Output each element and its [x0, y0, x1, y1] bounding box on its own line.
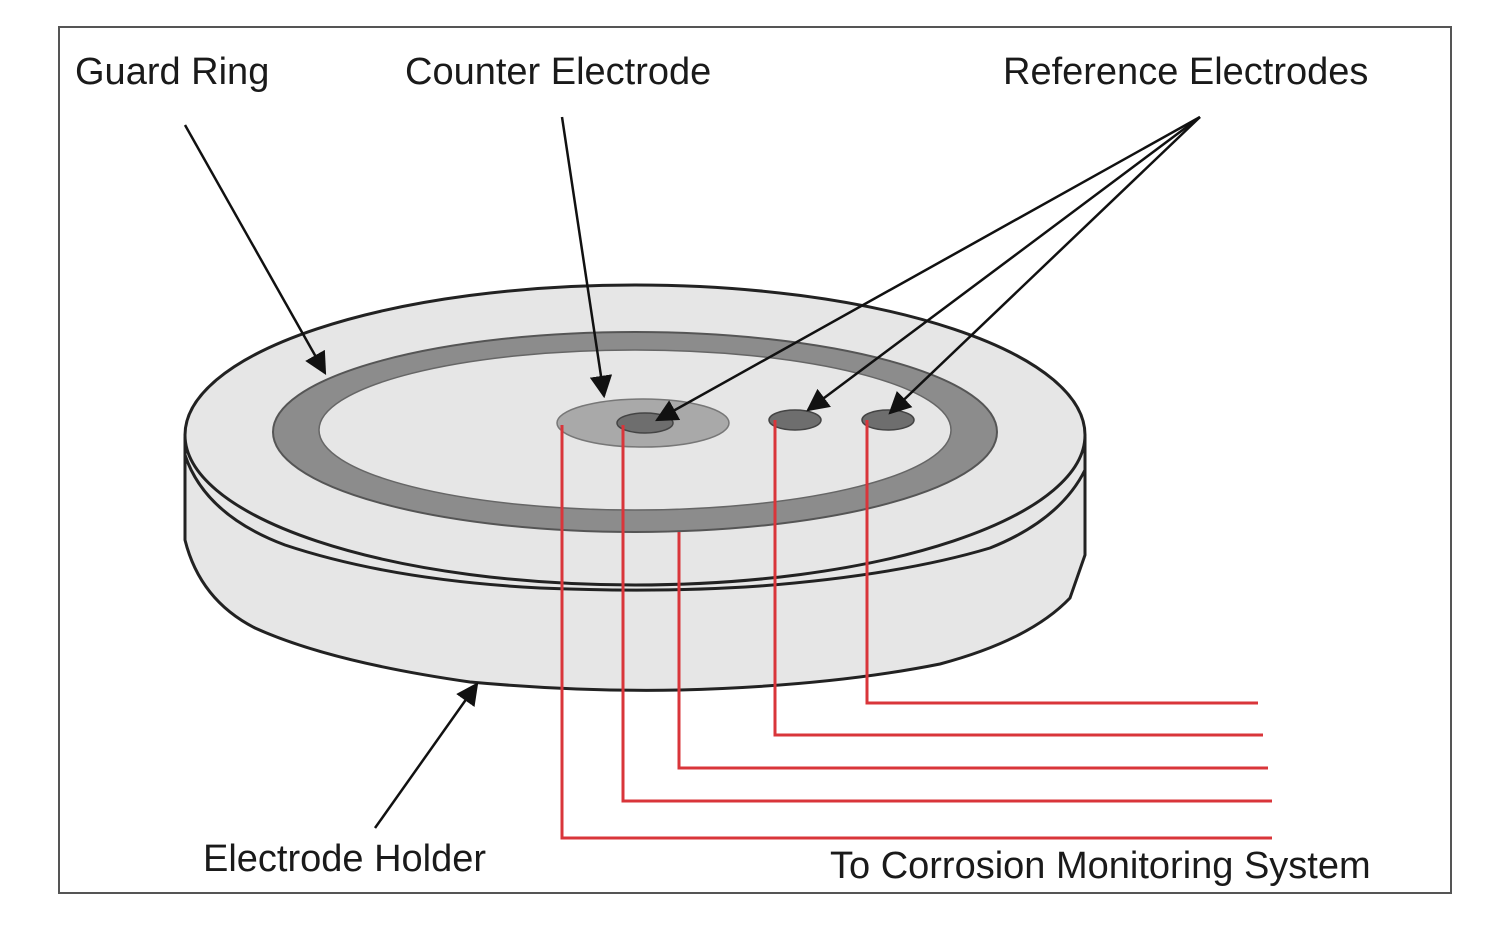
- guard-ring-label: Guard Ring: [75, 51, 270, 93]
- reference-electrode-2: [768, 409, 822, 431]
- wire-counter: [560, 425, 1272, 840]
- counter-electrode-arrow: [560, 116, 613, 399]
- counter-electrode-label: Counter Electrode: [405, 51, 712, 93]
- reference-arrow-2: [806, 115, 1201, 412]
- wire-reference-1: [621, 425, 1272, 803]
- reference-electrodes-label: Reference Electrodes: [1003, 51, 1369, 93]
- reference-electrode-3: [861, 409, 915, 431]
- wire-reference-3: [865, 420, 1258, 705]
- reference-arrow-3: [888, 116, 1201, 415]
- disc-seam-line: [183, 454, 1087, 592]
- electrode-holder-label: Electrode Holder: [203, 838, 487, 880]
- wire-guard: [677, 532, 1268, 770]
- reference-arrow-1: [655, 115, 1201, 422]
- pointer-arrows: [183, 115, 1201, 829]
- wires: [560, 420, 1272, 840]
- to-system-label: To Corrosion Monitoring System: [830, 845, 1371, 887]
- guard-ring-arrow: [183, 124, 327, 375]
- electrode-holder-arrow: [373, 682, 479, 829]
- wire-reference-2: [773, 420, 1263, 737]
